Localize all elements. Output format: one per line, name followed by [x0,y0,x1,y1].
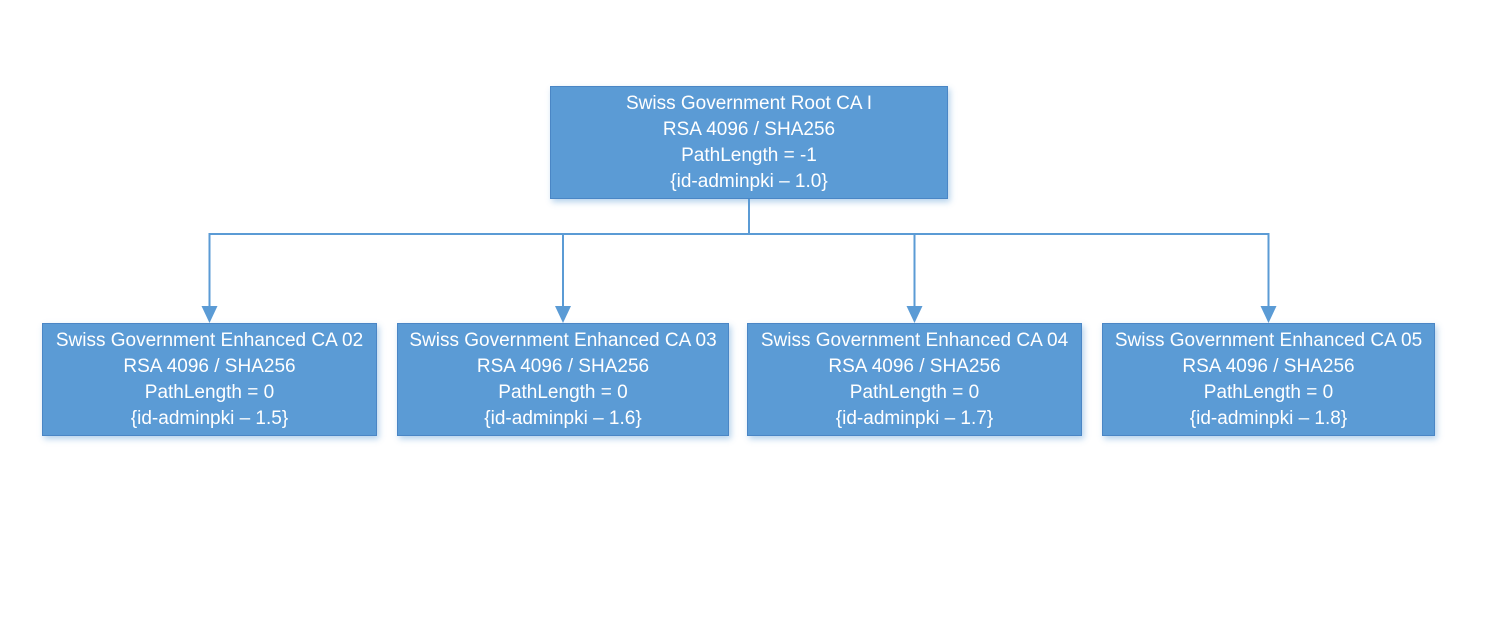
node-enhanced-ca-02: Swiss Government Enhanced CA 02 RSA 4096… [42,323,377,436]
ca-oid: {id-adminpki – 1.6} [484,407,642,429]
ca-key-algorithm: RSA 4096 / SHA256 [476,355,650,377]
ca-oid: {id-adminpki – 1.8} [1189,407,1348,429]
ca-oid: {id-adminpki – 1.5} [130,407,289,429]
ca-pathlength: PathLength = 0 [144,381,275,403]
ca-key-algorithm: RSA 4096 / SHA256 [828,355,1001,377]
ca-pathlength: PathLength = 0 [849,381,980,403]
node-enhanced-ca-04: Swiss Government Enhanced CA 04 RSA 4096… [747,323,1082,436]
ca-key-algorithm: RSA 4096 / SHA256 [662,118,836,140]
ca-oid: {id-adminpki – 1.7} [835,407,994,429]
ca-name: Swiss Government Enhanced CA 03 [409,329,717,351]
ca-name: Swiss Government Enhanced CA 04 [760,329,1069,351]
ca-oid: {id-adminpki – 1.0} [670,170,828,192]
ca-name: Swiss Government Root CA I [625,92,873,114]
node-root-ca: Swiss Government Root CA I RSA 4096 / SH… [550,86,948,199]
node-enhanced-ca-03: Swiss Government Enhanced CA 03 RSA 4096… [397,323,729,436]
ca-key-algorithm: RSA 4096 / SHA256 [123,355,296,377]
ca-name: Swiss Government Enhanced CA 05 [1114,329,1423,351]
ca-pathlength: PathLength = -1 [681,144,817,166]
ca-pathlength: PathLength = 0 [498,381,628,403]
ca-key-algorithm: RSA 4096 / SHA256 [1182,355,1355,377]
ca-pathlength: PathLength = 0 [1203,381,1334,403]
node-enhanced-ca-05: Swiss Government Enhanced CA 05 RSA 4096… [1102,323,1435,436]
ca-name: Swiss Government Enhanced CA 02 [55,329,364,351]
